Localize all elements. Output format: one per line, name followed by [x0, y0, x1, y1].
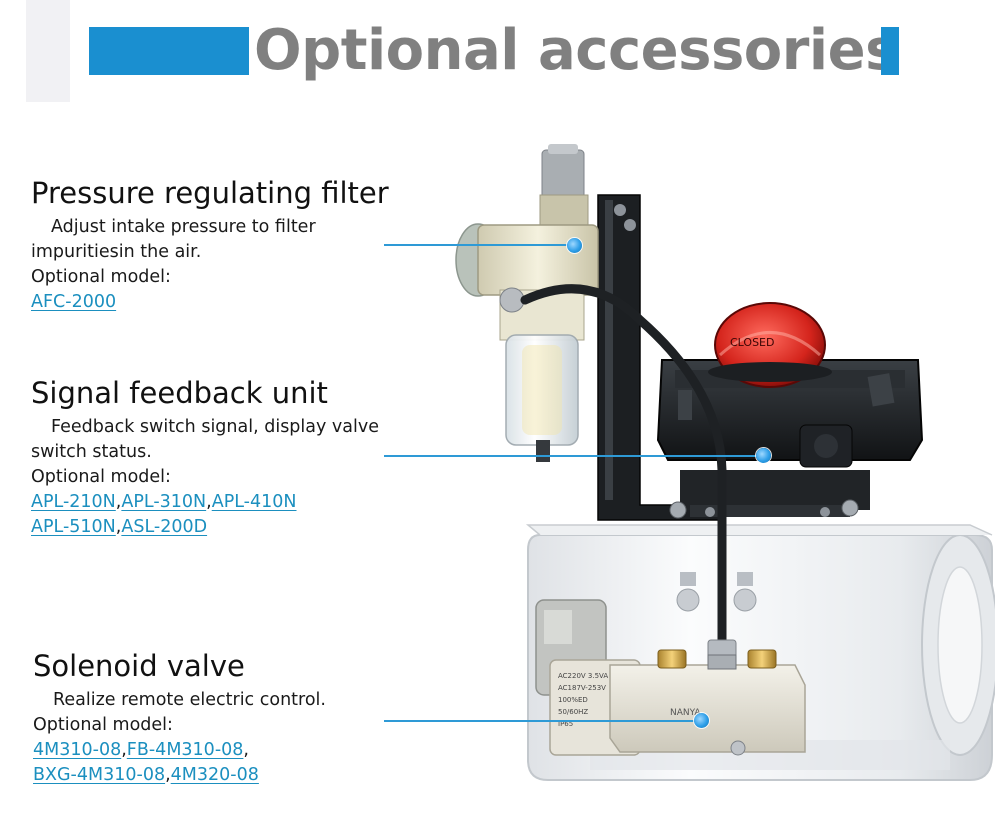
section-solenoid-valve: Solenoid valve Realize remote electric c… — [33, 648, 403, 788]
section-description: Feedback switch signal, display valve sw… — [31, 415, 401, 465]
section-description: Adjust intake pressure to filter impurit… — [31, 215, 401, 265]
marker-dot-signal — [756, 448, 771, 463]
signal-feedback-unit-box: CLOSED — [656, 302, 924, 468]
model-link-apl-510n[interactable]: APL-510N — [31, 517, 116, 537]
coil-label-line-4: 50/60HZ — [558, 708, 588, 716]
title-accent-bar-left — [89, 27, 249, 75]
optional-model-label: Optional model: — [31, 467, 171, 487]
corner-tint — [26, 0, 70, 102]
leader-line-solenoid — [384, 720, 702, 722]
section-title: Pressure regulating filter — [31, 176, 389, 210]
model-link-apl-410n[interactable]: APL-410N — [211, 492, 297, 512]
section-title: Signal feedback unit — [31, 376, 328, 410]
model-link-asl-200d[interactable]: ASL-200D — [121, 517, 208, 537]
model-link-apl-310n[interactable]: APL-310N — [121, 492, 207, 512]
marker-dot-filter — [567, 238, 582, 253]
coil-label-line-1: AC220V 3.5VA — [558, 672, 608, 680]
valve-brand-label: NANYA — [670, 708, 701, 718]
solenoid-valve-unit: AC220V 3.5VA AC187V-253V 100%ED 50/60HZ … — [535, 599, 806, 756]
model-link-afc-2000[interactable]: AFC-2000 — [31, 292, 117, 312]
model-link-apl-210n[interactable]: APL-210N — [31, 492, 116, 512]
description-text: Adjust intake pressure to filter impurit… — [31, 217, 316, 262]
section-signal-feedback-unit: Signal feedback unit Feedback switch sig… — [31, 375, 401, 540]
coil-label-line-2: AC187V-253V — [558, 684, 606, 692]
closed-indicator-text: CLOSED — [730, 336, 774, 349]
model-link-4m320-08[interactable]: 4M320-08 — [170, 765, 259, 785]
air-tube — [520, 284, 727, 655]
optional-model-label: Optional model: — [31, 267, 171, 287]
marker-dot-solenoid — [694, 713, 709, 728]
model-link-4m310-08[interactable]: 4M310-08 — [33, 740, 122, 760]
title-accent-bar-right — [881, 27, 899, 75]
model-link-fb-4m310-08[interactable]: FB-4M310-08 — [126, 740, 244, 760]
model-list: AFC-2000 — [31, 290, 401, 315]
page-title: Optional accessories — [254, 18, 898, 83]
leader-line-filter — [384, 244, 574, 246]
model-link-bxg-4m310-08[interactable]: BXG-4M310-08 — [33, 765, 166, 785]
section-description: Realize remote electric control. — [33, 688, 403, 713]
description-text: Feedback switch signal, display valve sw… — [31, 417, 379, 462]
coil-label-line-3: 100%ED — [558, 696, 588, 704]
leader-line-signal — [384, 455, 764, 457]
optional-model-label: Optional model: — [33, 715, 173, 735]
coil-label-line-5: IP65 — [558, 720, 573, 728]
product-illustration: CLOSED AC220V 3.5VA AC187V-253V 100%ED 5… — [455, 144, 995, 781]
description-text: Realize remote electric control. — [53, 690, 326, 710]
section-pressure-regulating-filter: Pressure regulating filter Adjust intake… — [31, 175, 401, 315]
section-title: Solenoid valve — [33, 649, 245, 683]
model-list: 4M310-08,FB-4M310-08,BXG-4M310-08,4M320-… — [33, 740, 259, 785]
